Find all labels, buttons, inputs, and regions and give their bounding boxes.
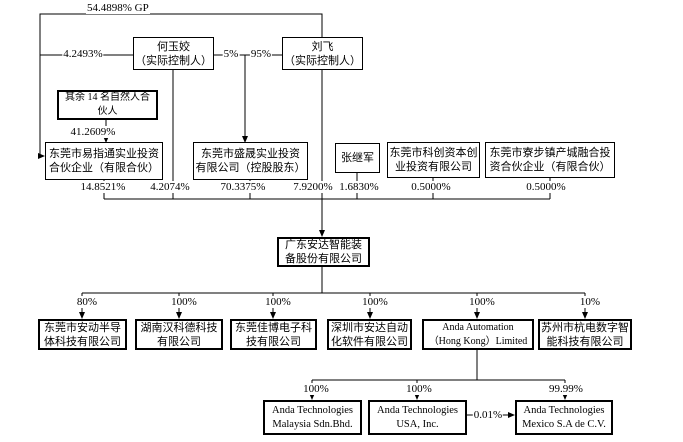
- node-usa: Anda Technologies USA, Inc.: [368, 400, 467, 435]
- arrow-into-andong: [79, 312, 85, 319]
- pct-partners-yizhitong: 41.2609%: [69, 126, 117, 138]
- pct-company-hankede: 100%: [170, 296, 198, 308]
- pct-heyujiao-shengsheng: 5%: [222, 48, 240, 60]
- node-hankede: 湖南汉科德科技 有限公司: [135, 319, 223, 350]
- grandsub-stub-lines: [311, 380, 566, 394]
- node-malaysia: Anda Technologies Malaysia Sdn.Bhd.: [263, 400, 362, 435]
- node-szanda: 深圳市安达自动 化软件有限公司: [327, 319, 412, 350]
- pct-kechuang-company: 0.5000%: [410, 181, 452, 193]
- pct-company-andong: 80%: [75, 296, 99, 308]
- node-shengsheng: 东莞市盛晟实业投资 有限公司（控股股东）: [193, 142, 308, 180]
- pct-andahk-mexico: 99.99%: [548, 383, 584, 395]
- pct-liufei-gp-yizhitong: 54.4898% GP: [86, 2, 150, 14]
- pct-heyujiao-company: 4.2074%: [149, 181, 191, 193]
- shareholder-down-lines: [103, 70, 551, 231]
- node-heyujiao: 何玉姣 （实际控制人）: [133, 37, 214, 70]
- pct-heyujiao-yizhitong: 4.2493%: [62, 48, 104, 60]
- arrow-into-szanda: [367, 312, 373, 319]
- arrow-into-company-top: [319, 230, 325, 237]
- node-kechuang: 东莞市科创资本创 业投资有限公司: [387, 142, 480, 178]
- arrow-into-jiabo: [270, 312, 276, 319]
- node-yizhitong: 东莞市易指通实业投资 合伙企业（有限合伙）: [45, 142, 163, 180]
- pct-company-suzhou: 10%: [578, 296, 602, 308]
- node-partners: 其余 14 名自然人合 伙人: [57, 90, 158, 120]
- node-andahk: Anda Automation （Hong Kong）Limited: [422, 319, 534, 350]
- node-company: 广东安达智能装 备股份有限公司: [277, 237, 370, 267]
- arrow-into-hankede: [176, 312, 182, 319]
- pct-yizhitong-company: 14.8521%: [79, 181, 127, 193]
- pct-shengsheng-company: 70.3375%: [219, 181, 267, 193]
- node-mexico: Anda Technologies Mexico S.A de C.V.: [515, 400, 613, 435]
- arrow-into-suzhou: [582, 312, 588, 319]
- pct-company-jiabo: 100%: [264, 296, 292, 308]
- pct-andahk-usa: 100%: [405, 383, 433, 395]
- node-liufei: 刘飞 （实际控制人）: [282, 37, 363, 70]
- shengsheng-owners-line: [214, 54, 282, 137]
- pct-liufei-shengsheng: 95%: [249, 48, 273, 60]
- pct-company-andahk: 100%: [468, 296, 496, 308]
- node-suzhou: 苏州市杭电数字智 能科技有限公司: [538, 319, 632, 350]
- pct-andahk-malaysia: 100%: [302, 383, 330, 395]
- pct-liaobu-company: 0.5000%: [525, 181, 567, 193]
- arrow-into-yizhitong-left: [38, 153, 45, 159]
- node-andong: 东莞市安动半导 体科技有限公司: [38, 319, 127, 350]
- node-zhangjijun: 张继军: [335, 143, 380, 173]
- node-jiabo: 东莞佳博电子科 技有限公司: [230, 319, 317, 350]
- arrow-into-shengsheng-top: [242, 136, 248, 143]
- arrow-into-andahk: [474, 312, 480, 319]
- node-liaobu: 东莞市寮步镇产城融合投 资合伙企业（有限合伙）: [485, 142, 615, 178]
- pct-company-szanda: 100%: [361, 296, 389, 308]
- pct-usa-mexico: 0.01%: [472, 409, 504, 421]
- arrow-into-mexico-left: [508, 412, 515, 418]
- pct-zhangjijun-company: 1.6830%: [338, 181, 380, 193]
- subsidiary-stub-lines: [81, 293, 586, 313]
- pct-liufei-company: 7.9200%: [292, 181, 334, 193]
